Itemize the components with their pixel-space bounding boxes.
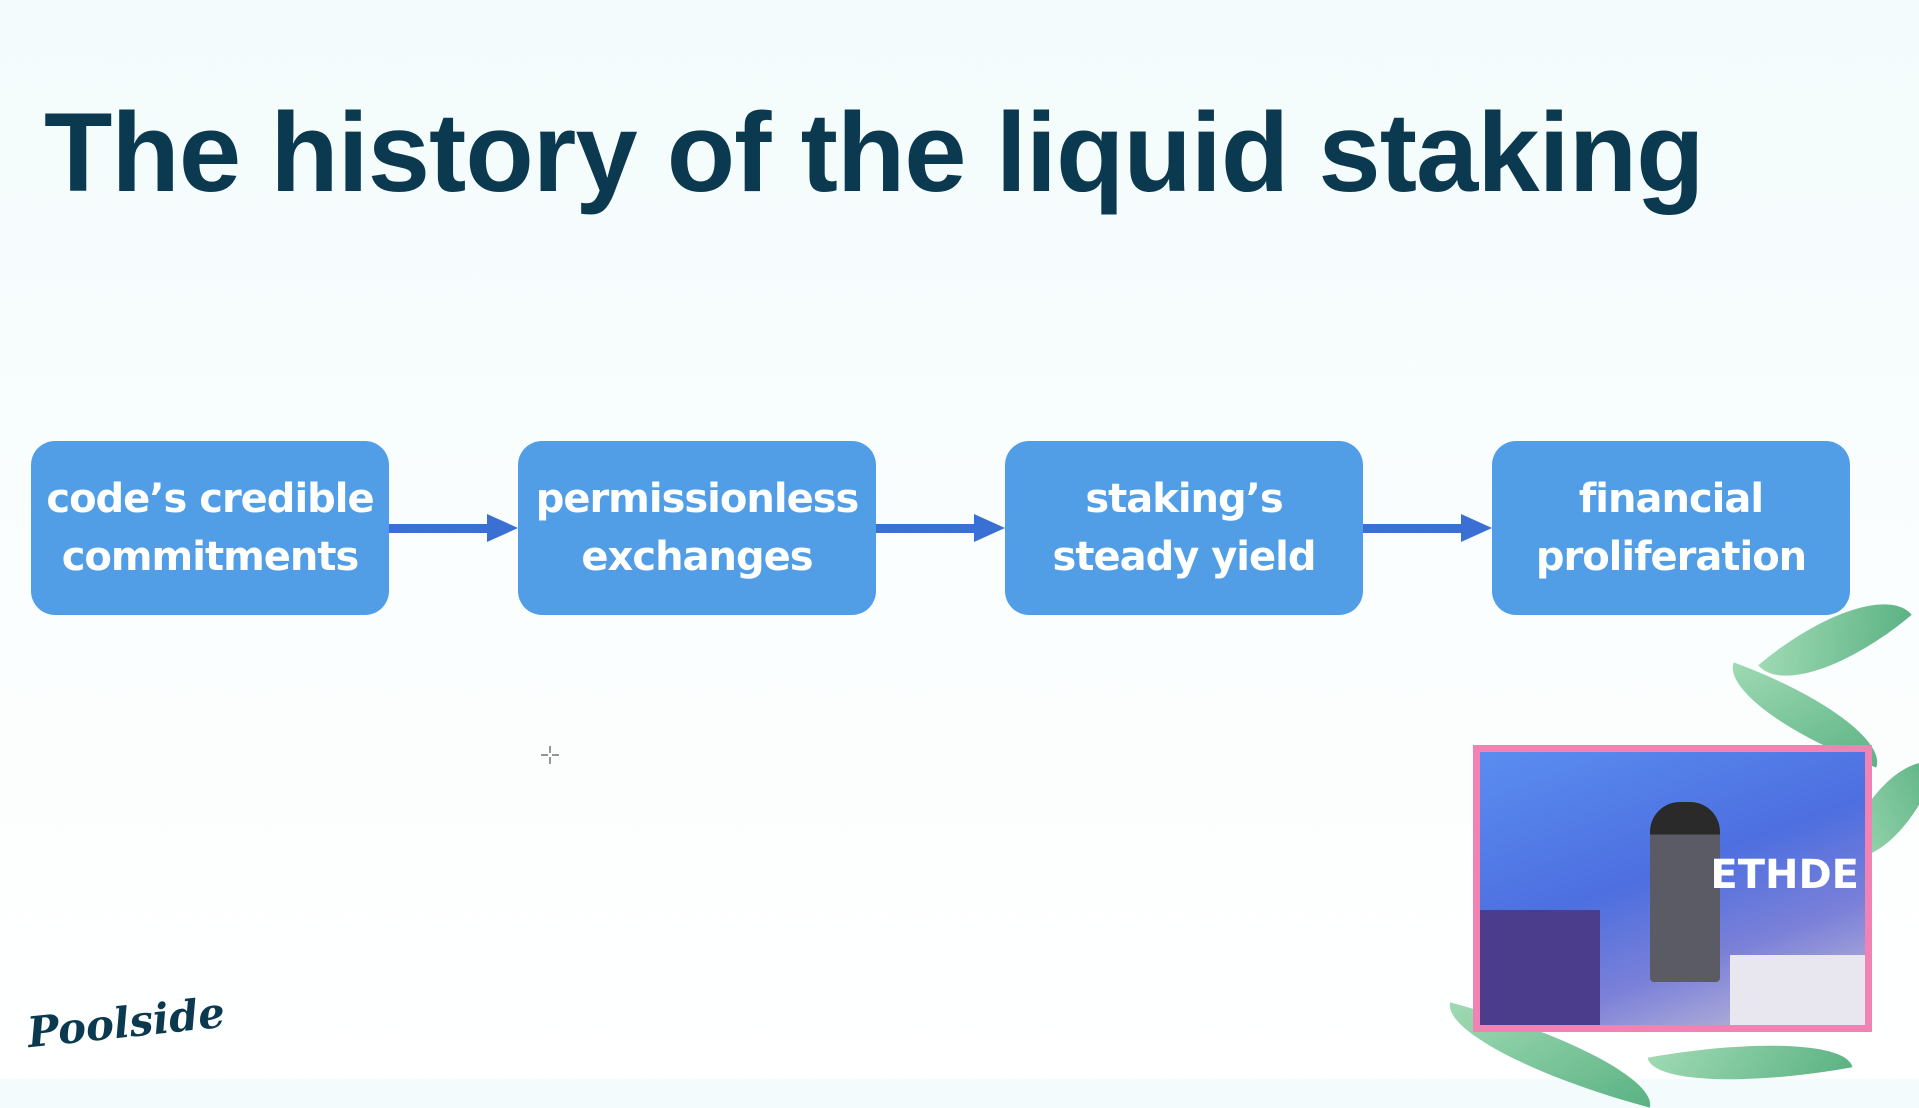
step-text: financial — [1578, 476, 1764, 522]
video-backdrop-logo: ETHDE — [1710, 852, 1859, 898]
arrow-right-icon — [876, 514, 1005, 542]
slide-title: The history of the liquid staking — [44, 90, 1705, 215]
step-text: exchanges — [581, 534, 813, 580]
step-box-3: staking’s steady yield — [1005, 441, 1363, 615]
step-text: staking’s — [1085, 476, 1283, 522]
step-box-4: financial proliferation — [1492, 441, 1850, 615]
podium — [1480, 910, 1600, 1025]
step-text: permissionless — [535, 476, 860, 522]
arrow-right-icon — [1363, 514, 1492, 542]
leaf-decoration — [1647, 1022, 1853, 1103]
sofa — [1730, 955, 1865, 1025]
step-text: commitments — [61, 534, 360, 580]
arrow-right-icon — [389, 514, 518, 542]
speaker — [1650, 802, 1720, 982]
speaker-video-inset: ETHDE — [1473, 745, 1872, 1032]
step-box-1: code’s credible commitments — [31, 441, 389, 615]
step-text: code’s credible — [46, 476, 374, 522]
crosshair-cursor-icon — [541, 746, 559, 764]
step-text: steady yield — [1052, 534, 1317, 580]
poolside-logo: Poolside — [24, 987, 228, 1058]
step-text: proliferation — [1535, 534, 1807, 580]
step-box-2: permissionless exchanges — [518, 441, 876, 615]
